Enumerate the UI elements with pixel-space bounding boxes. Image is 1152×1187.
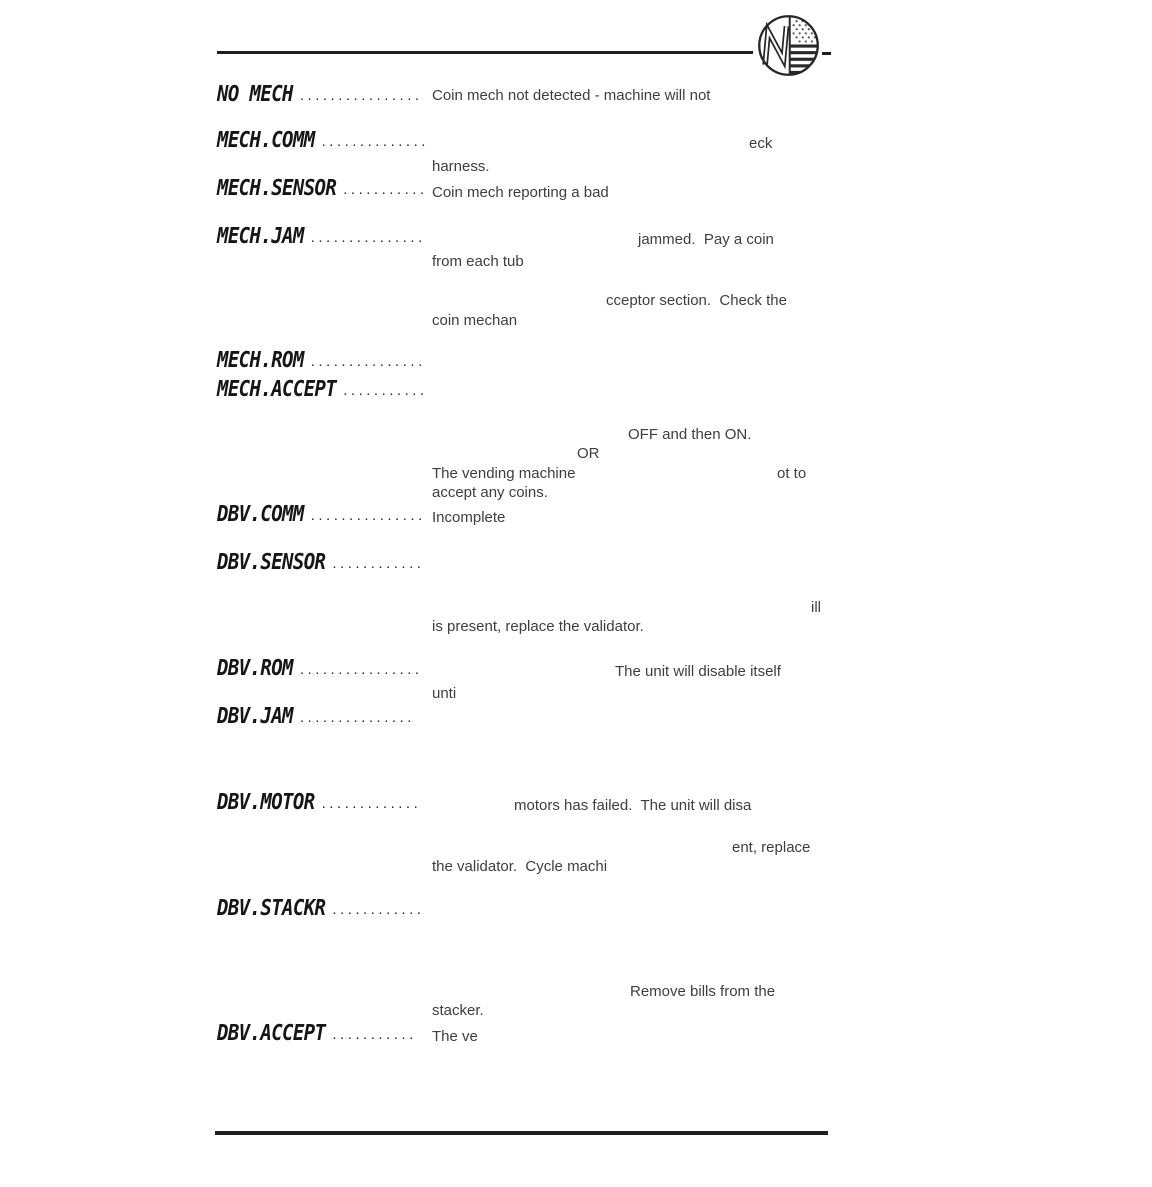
error-code-row-mech-rom: MECH.ROM............... — [217, 347, 426, 373]
description-fragment: jammed. Pay a coin — [638, 231, 774, 248]
description-fragment: The vending machine — [432, 465, 576, 482]
header-rule — [217, 51, 753, 54]
error-code: DBV.MOTOR — [217, 789, 315, 815]
dot-leader: ............ — [332, 901, 425, 918]
description-fragment: from each tub — [432, 253, 524, 270]
national-vendors-logo — [758, 15, 819, 76]
error-code-row-dbv-accept: DBV.ACCEPT........... — [217, 1020, 417, 1046]
error-code: DBV.ROM — [217, 655, 293, 681]
dot-leader: ........... — [343, 382, 428, 399]
error-code-row-dbv-rom: DBV.ROM................ — [217, 655, 423, 681]
dot-leader: ............... — [310, 507, 426, 524]
description-fragment: ill — [811, 599, 821, 616]
description-fragment: unti — [432, 685, 457, 702]
description-fragment: cceptor section. Check the — [606, 292, 787, 309]
error-code-row-dbv-motor: DBV.MOTOR............. — [217, 789, 422, 815]
error-code: MECH.COMM — [217, 127, 315, 153]
error-code-row-mech-jam: MECH.JAM............... — [217, 223, 426, 249]
description-fragment: the validator. Cycle machi — [432, 858, 608, 875]
description-fragment: OFF and then ON. — [628, 426, 752, 443]
footer-rule — [215, 1131, 828, 1135]
error-code-row-mech-comm: MECH.COMM.............. — [217, 127, 429, 153]
description-fragment: The unit will disable itself — [615, 663, 781, 680]
error-code-row-dbv-jam: DBV.JAM............... — [217, 703, 415, 729]
dot-leader: ............... — [299, 709, 415, 726]
error-code: MECH.SENSOR — [217, 175, 337, 201]
dot-leader: ............... — [310, 229, 426, 246]
description-fragment: OR — [577, 445, 600, 462]
description-fragment: motors has failed. The unit will disa — [514, 797, 752, 814]
error-code: MECH.ROM — [217, 347, 304, 373]
error-code: DBV.COMM — [217, 501, 304, 527]
dot-leader: ............ — [332, 555, 425, 572]
error-code: DBV.JAM — [217, 703, 293, 729]
dot-leader: ............... — [310, 353, 426, 370]
description-fragment: The ve — [432, 1028, 478, 1045]
error-code: DBV.SENSOR — [217, 549, 326, 575]
description-fragment: ent, replace — [732, 839, 811, 856]
dot-leader: ................ — [299, 661, 423, 678]
description-fragment: eck — [749, 135, 773, 152]
description-fragment: harness. — [432, 158, 490, 175]
error-code-row-dbv-comm: DBV.COMM............... — [217, 501, 426, 527]
description-fragment: is present, replace the validator. — [432, 618, 644, 635]
error-code-row-mech-sensor: MECH.SENSOR........... — [217, 175, 428, 201]
dot-leader: ............. — [321, 795, 422, 812]
letter-n — [762, 21, 790, 70]
description-fragment: accept any coins. — [432, 484, 548, 501]
error-code: MECH.JAM — [217, 223, 304, 249]
description-fragment: coin mechan — [432, 312, 518, 329]
error-code-row-dbv-sensor: DBV.SENSOR............ — [217, 549, 425, 575]
dot-leader: ........... — [332, 1026, 417, 1043]
description-fragment: Remove bills from the — [630, 983, 776, 1000]
description-fragment: ot to — [777, 465, 807, 482]
error-code-row-mech-accept: MECH.ACCEPT........... — [217, 376, 428, 402]
header-rule-dash — [822, 52, 831, 55]
dot-leader: .............. — [321, 133, 429, 150]
error-code: MECH.ACCEPT — [217, 376, 337, 402]
description-fragment: Coin mech not detected - machine will no… — [432, 87, 711, 104]
error-code-row-no-mech: NO MECH................ — [217, 81, 423, 107]
error-code: DBV.STACKR — [217, 895, 326, 921]
description-fragment: Coin mech reporting a bad — [432, 184, 609, 201]
dot-leader: ................ — [299, 87, 423, 104]
description-fragment: Incomplete — [432, 509, 506, 526]
error-code: DBV.ACCEPT — [217, 1020, 326, 1046]
error-code-row-dbv-stackr: DBV.STACKR............ — [217, 895, 425, 921]
description-fragment: stacker. — [432, 1002, 484, 1019]
dot-leader: ........... — [343, 181, 428, 198]
error-code: NO MECH — [217, 81, 293, 107]
flag-half — [788, 16, 818, 75]
